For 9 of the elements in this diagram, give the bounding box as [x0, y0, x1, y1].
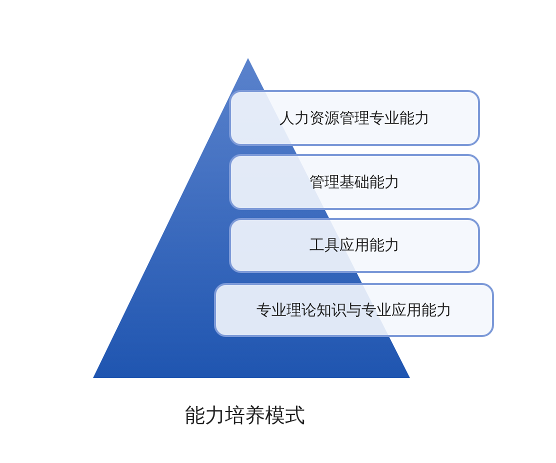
level-box — [229, 218, 480, 273]
level-label: 人力资源管理专业能力 — [280, 108, 430, 129]
caption: 能力培养模式 — [184, 402, 306, 429]
level-label: 专业理论知识与专业应用能力 — [256, 300, 452, 321]
level-box — [214, 283, 494, 337]
level-label: 工具应用能力 — [310, 235, 400, 256]
level-box — [229, 90, 480, 146]
level-label: 管理基础能力 — [310, 172, 400, 193]
level-box — [229, 154, 480, 210]
